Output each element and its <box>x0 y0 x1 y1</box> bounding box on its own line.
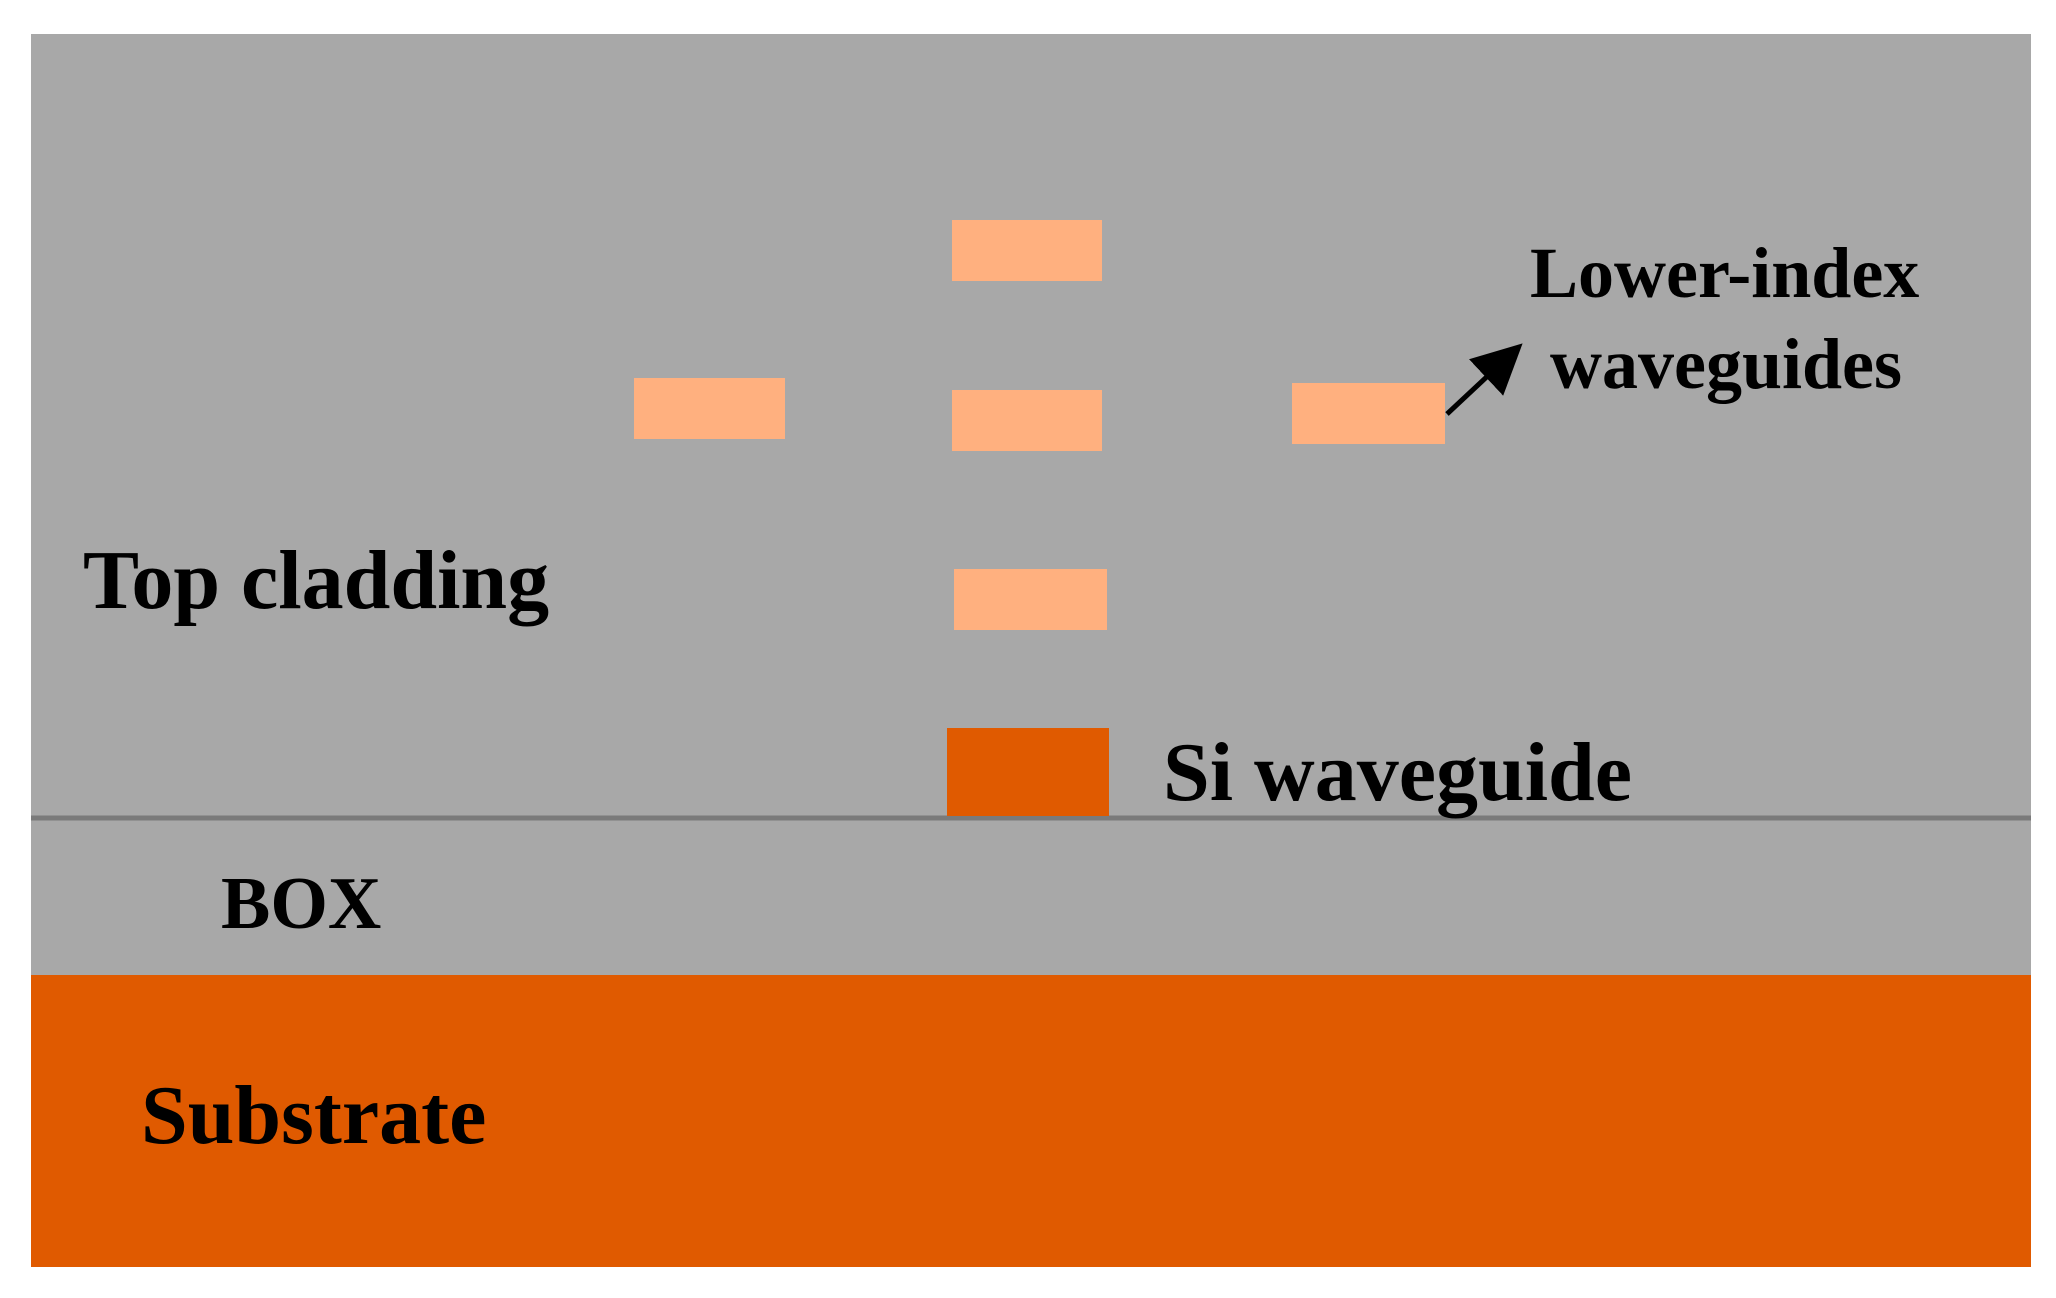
top-cladding-label: Top cladding <box>83 534 549 627</box>
box-label: BOX <box>221 863 381 945</box>
lower-index-waveguide-left <box>634 378 785 439</box>
substrate-label: Substrate <box>141 1069 486 1162</box>
substrate-layer <box>31 975 2031 1267</box>
lower-index-arrow <box>1445 343 1523 416</box>
lower-index-label-line2: waveguides <box>1550 324 1902 404</box>
lower-index-waveguide-right <box>1292 383 1445 444</box>
si-waveguide <box>947 728 1109 816</box>
lower-index-waveguide-center <box>952 390 1102 451</box>
box-layer <box>31 818 2031 975</box>
lower-index-label-line1: Lower-index <box>1530 233 1919 313</box>
lower-index-waveguide-lower <box>954 569 1107 630</box>
lower-index-waveguide-top <box>952 220 1102 281</box>
si-waveguide-label: Si waveguide <box>1163 726 1632 819</box>
